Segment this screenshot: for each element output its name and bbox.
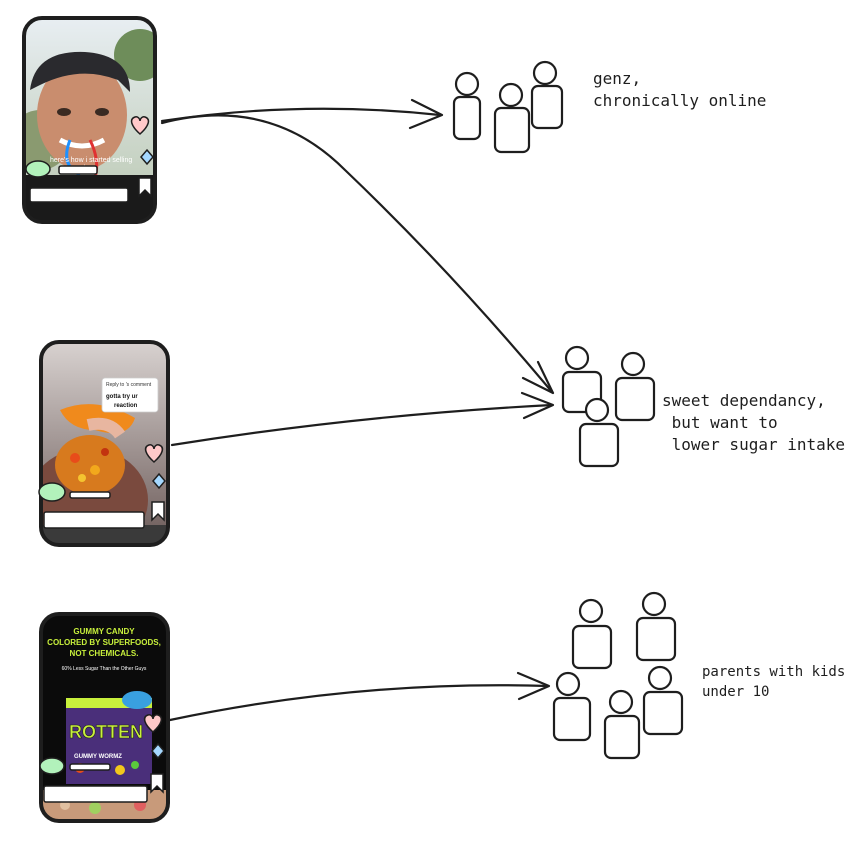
share-icon[interactable] xyxy=(151,742,165,760)
phone-video-parents[interactable]: GUMMY CANDY COLORED BY SUPERFOODS, NOT C… xyxy=(39,612,170,823)
audience-label-parents-line-2: under 10 xyxy=(702,684,770,700)
comment-box[interactable] xyxy=(43,511,145,529)
audience-label-genz-line-2: chronically online xyxy=(593,91,767,110)
audience-group-sweet xyxy=(561,345,656,468)
ad-line-1: GUMMY CANDY xyxy=(73,627,135,636)
person-icon xyxy=(635,591,677,662)
person-icon xyxy=(642,665,684,736)
audience-label-sweet-line-1: sweet dependancy, xyxy=(662,391,826,410)
comment-icon[interactable] xyxy=(39,757,65,775)
video-caption: here's how i started selling xyxy=(50,157,132,164)
ad-product: GUMMY WORMZ xyxy=(74,754,122,760)
ad-line-3: NOT CHEMICALS. xyxy=(70,649,139,658)
bookmark-icon[interactable] xyxy=(138,177,152,198)
phone-video-genz[interactable]: here's how i started selling candy xyxy=(10,16,166,224)
arrow-phone1-to-sweet xyxy=(160,114,555,395)
person-icon xyxy=(530,60,564,130)
person-icon xyxy=(614,351,656,422)
audience-label-genz-line-1: genz, xyxy=(593,69,642,88)
person-icon xyxy=(578,397,620,468)
audience-label-sweet-line-3: lower sugar intake xyxy=(662,435,846,454)
bookmark-icon[interactable] xyxy=(150,773,164,794)
person-icon xyxy=(603,689,641,760)
comment-box[interactable] xyxy=(29,187,129,203)
audience-label-sweet: sweet dependancy, but want to lower suga… xyxy=(662,390,845,456)
ad-line-4: 60% Less Sugar Than the Other Guys xyxy=(62,666,147,672)
phone-video-sweet[interactable]: Reply to 's comment gotta try ur reactio… xyxy=(28,340,170,552)
audience-label-parents: parents with kids under 10 xyxy=(702,662,845,702)
person-icon xyxy=(493,82,531,154)
share-icon[interactable] xyxy=(140,148,154,166)
audience-label-genz: genz, chronically online xyxy=(593,68,766,112)
ad-brand: ROTTEN xyxy=(69,722,143,742)
person-icon xyxy=(452,71,482,141)
bubble-line-3: reaction xyxy=(114,403,138,409)
comment-box[interactable] xyxy=(43,785,148,803)
person-icon xyxy=(571,598,613,670)
arrow-phone2-to-sweet xyxy=(170,391,555,447)
bubble-line-1: Reply to 's comment xyxy=(106,382,152,388)
heart-icon[interactable] xyxy=(143,714,163,734)
heart-icon[interactable] xyxy=(144,444,164,464)
bookmark-icon[interactable] xyxy=(151,501,165,522)
username-bar xyxy=(58,165,98,175)
bubble-line-2: gotta try ur xyxy=(106,394,138,400)
username-bar xyxy=(69,763,111,771)
ad-line-2: COLORED BY SUPERFOODS, xyxy=(47,638,161,647)
username-bar xyxy=(69,491,111,499)
arrow-phone1-to-genz xyxy=(160,98,444,130)
audience-group-genz xyxy=(452,60,564,154)
arrow-phone3-to-parents xyxy=(168,671,551,722)
audience-label-sweet-line-2: but want to xyxy=(662,413,778,432)
person-icon xyxy=(552,671,592,742)
audience-label-parents-line-1: parents with kids xyxy=(702,664,846,680)
comment-icon[interactable] xyxy=(38,482,66,502)
comment-icon[interactable] xyxy=(25,160,51,178)
heart-icon[interactable] xyxy=(130,116,150,136)
share-icon[interactable] xyxy=(152,472,166,490)
person-icon xyxy=(561,345,603,414)
audience-group-parents xyxy=(552,591,684,760)
